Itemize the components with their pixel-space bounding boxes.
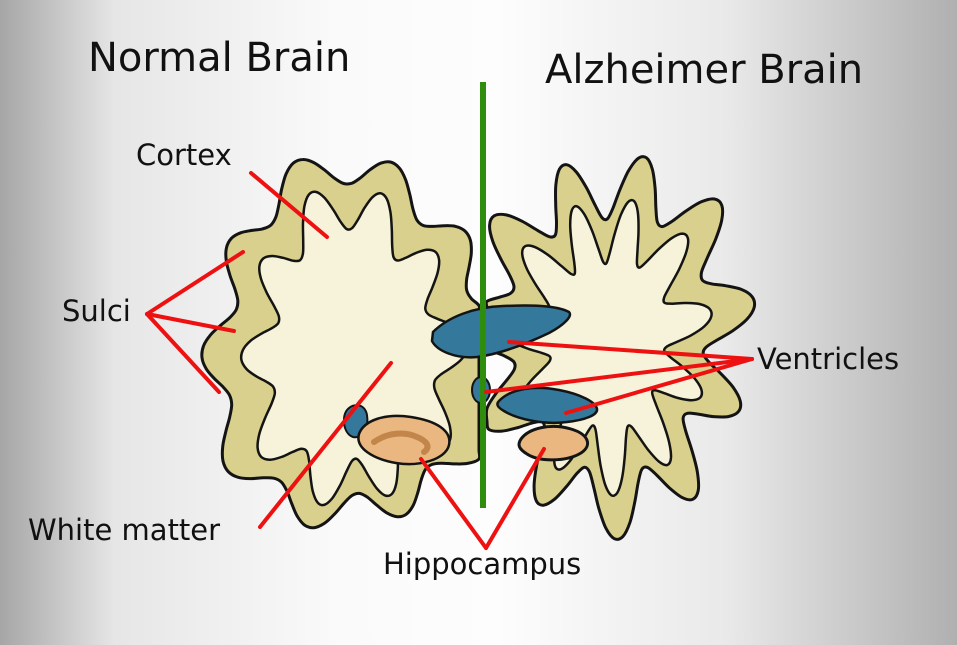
label-cortex: Cortex <box>136 138 232 172</box>
label-ventricles: Ventricles <box>757 342 900 376</box>
label-white-matter: White matter <box>28 513 221 547</box>
hippocampus-left-stripe <box>371 430 431 455</box>
title-normal-brain: Normal Brain <box>88 35 351 81</box>
hippocampus-leader-line-1 <box>419 457 488 550</box>
ventricles-shapes <box>342 304 599 439</box>
sulci-leader-line-2 <box>145 312 236 333</box>
ventricles-leader-line-2 <box>484 357 754 394</box>
sulci-leader-line-3 <box>145 312 221 394</box>
cortex-leader-line <box>249 171 329 239</box>
label-hippocampus: Hippocampus <box>383 547 582 581</box>
ventricle-shape-upper <box>430 304 572 359</box>
title-alzheimer-brain: Alzheimer Brain <box>545 47 864 93</box>
leader-lines <box>145 171 754 550</box>
ventricles-leader-line-1 <box>507 340 754 361</box>
hippocampus-right-shape <box>517 424 590 462</box>
hippocampus-shapes <box>357 414 590 466</box>
label-sulci: Sulci <box>62 294 131 328</box>
hippocampus-leader-line-2 <box>484 447 546 550</box>
white-matter-leader-line <box>258 361 393 529</box>
ventricles-leader-line-3 <box>564 357 754 415</box>
sulci-leader-line-1 <box>145 250 245 316</box>
ventricle-shape-lower-right <box>496 386 599 424</box>
